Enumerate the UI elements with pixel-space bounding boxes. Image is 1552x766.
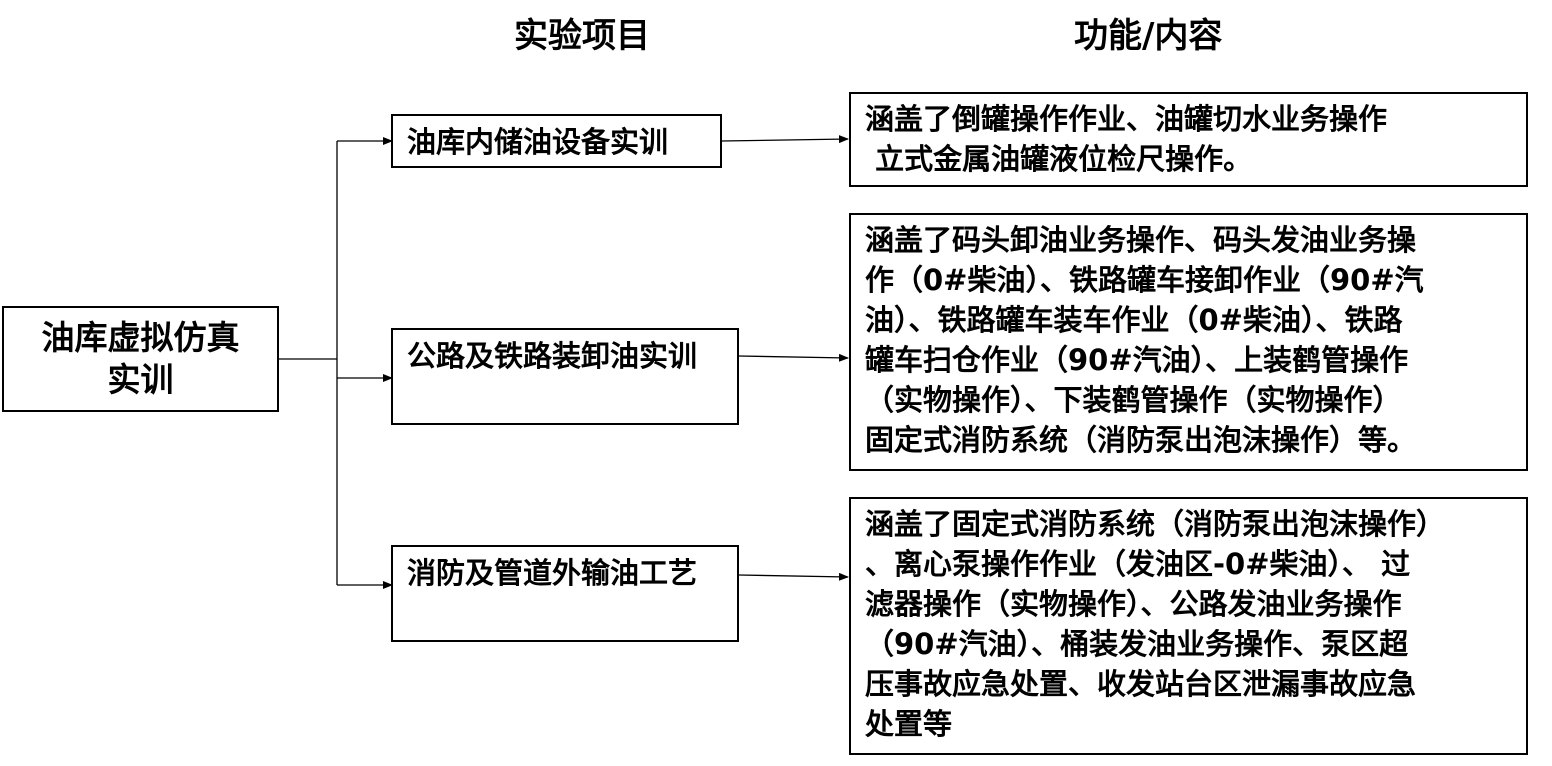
description-1-line-1: 涵盖了倒罐操作作业、油罐切水业务操作	[865, 102, 1388, 136]
description-3-line-5: 压事故应急处置、收发站台区泄漏事故应急	[865, 667, 1417, 701]
item-label-3: 消防及管道外输油工艺	[407, 556, 698, 590]
description-box-1: 涵盖了倒罐操作作业、油罐切水业务操作 立式金属油罐液位检尺操作。	[849, 92, 1528, 187]
item-box-3: 消防及管道外输油工艺	[391, 545, 739, 642]
description-3-line-6: 处置等	[865, 707, 953, 741]
description-1-line-2: 立式金属油罐液位检尺操作。	[865, 142, 1253, 176]
description-box-3: 涵盖了固定式消防系统（消防泵出泡沫操作） 、离心泵操作作业（发油区-0#柴油）、…	[849, 497, 1528, 755]
description-3-line-1: 涵盖了固定式消防系统（消防泵出泡沫操作）	[865, 507, 1446, 541]
description-2-line-2: 作（0#柴油）、铁路罐车接卸作业（90#汽	[865, 263, 1424, 297]
item-box-1: 油库内储油设备实训	[391, 114, 722, 168]
arrow-item-2-to-desc	[738, 353, 849, 362]
description-3-line-2: 、离心泵操作作业（发油区-0#柴油）、 过	[865, 547, 1411, 581]
arrow-item-1-to-desc	[721, 135, 849, 144]
root-node-line-1: 油库虚拟仿真	[41, 318, 240, 357]
arrow-item-3-to-desc	[738, 572, 849, 581]
description-2-line-5: （实物操作）、下装鹤管操作（实物操作）	[865, 383, 1402, 417]
description-3-line-3: 滤器操作（实物操作）、公路发油业务操作	[865, 587, 1402, 621]
root-node-box: 油库虚拟仿真 实训	[2, 306, 279, 412]
description-2-line-6: 固定式消防系统（消防泵出泡沫操作）等。	[865, 423, 1417, 457]
item-label-1: 油库内储油设备实训	[407, 125, 669, 159]
description-3-line-4: （90#汽油）、桶装发油业务操作、泵区超	[865, 627, 1409, 661]
item-label-2: 公路及铁路装卸油实训	[407, 339, 698, 373]
item-box-2: 公路及铁路装卸油实训	[391, 328, 739, 425]
description-2-line-4: 罐车扫仓作业（90#汽油）、上装鹤管操作	[865, 343, 1409, 377]
description-2-line-3: 油）、铁路罐车装车作业（0#柴油）、铁路	[865, 303, 1403, 337]
header-content: 功能/内容	[1074, 16, 1223, 56]
description-box-2: 涵盖了码头卸油业务操作、码头发油业务操 作（0#柴油）、铁路罐车接卸作业（90#…	[849, 213, 1528, 471]
header-projects: 实验项目	[514, 16, 650, 56]
description-2-line-1: 涵盖了码头卸油业务操作、码头发油业务操	[865, 223, 1417, 257]
root-node-line-2: 实训	[107, 360, 174, 399]
